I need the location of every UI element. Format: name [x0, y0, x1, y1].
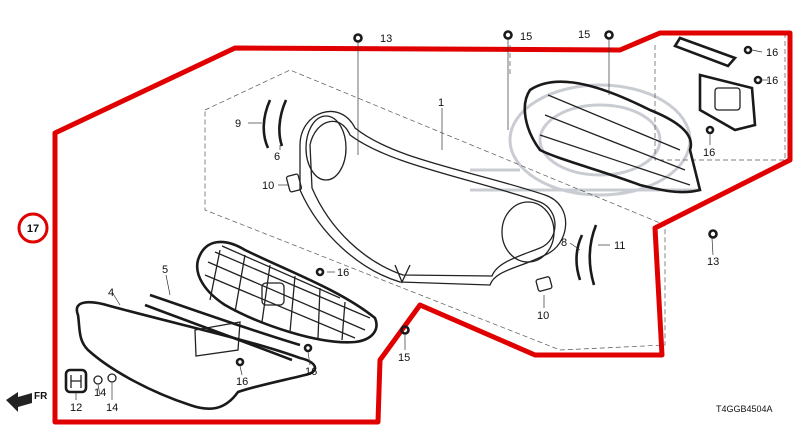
callout-10: 10	[262, 180, 274, 192]
callout-4: 4	[108, 287, 114, 299]
part-4-grille-trim	[75, 300, 317, 411]
callout-16: 16	[766, 47, 778, 59]
callout-16: 16	[236, 376, 248, 388]
callout-8: 8	[561, 237, 567, 249]
callout-15: 15	[398, 352, 410, 364]
front-direction-arrow: FR	[6, 391, 48, 412]
callout-9: 9	[235, 118, 241, 130]
callout-1: 1	[438, 97, 444, 109]
callout-13: 13	[707, 256, 719, 268]
fasteners	[235, 30, 763, 367]
leader-lines	[75, 39, 768, 400]
upper-support-beam	[523, 80, 702, 194]
callout-16: 16	[305, 366, 317, 378]
part-1-bumper-face	[299, 110, 567, 286]
callout-10: 10	[537, 310, 549, 322]
callout-14: 14	[94, 387, 106, 399]
callout-16: 16	[337, 267, 349, 279]
callout-16: 16	[703, 147, 715, 159]
highlight-outline	[52, 30, 793, 425]
callout-11: 11	[614, 240, 625, 252]
part-10-covers	[285, 173, 553, 292]
side-garnishes	[262, 99, 598, 286]
callout-16: 16	[766, 75, 778, 87]
callout-14: 14	[106, 402, 118, 414]
upper-right-brackets	[673, 36, 757, 132]
circled-number: 17	[27, 223, 39, 235]
grille-mesh	[195, 240, 378, 344]
drawing-code: T4GGB4504A	[716, 404, 773, 414]
part-14-clips	[93, 373, 117, 385]
callout-12: 12	[70, 402, 82, 414]
callout-6: 6	[274, 151, 280, 163]
callout-5: 5	[162, 264, 168, 276]
callout-15: 15	[578, 29, 590, 41]
part-12-emblem	[64, 368, 88, 394]
part-5-molding	[144, 293, 301, 362]
callout-13: 13	[380, 33, 392, 45]
callout-labels: 13 15 15 16 16 16 1 9 6 10 8 11 13 5 16 …	[70, 29, 778, 414]
watermark-logo	[470, 83, 700, 197]
direction-label: FR	[34, 391, 48, 402]
callout-15: 15	[520, 31, 532, 43]
circled-index-17: 17	[17, 212, 49, 244]
